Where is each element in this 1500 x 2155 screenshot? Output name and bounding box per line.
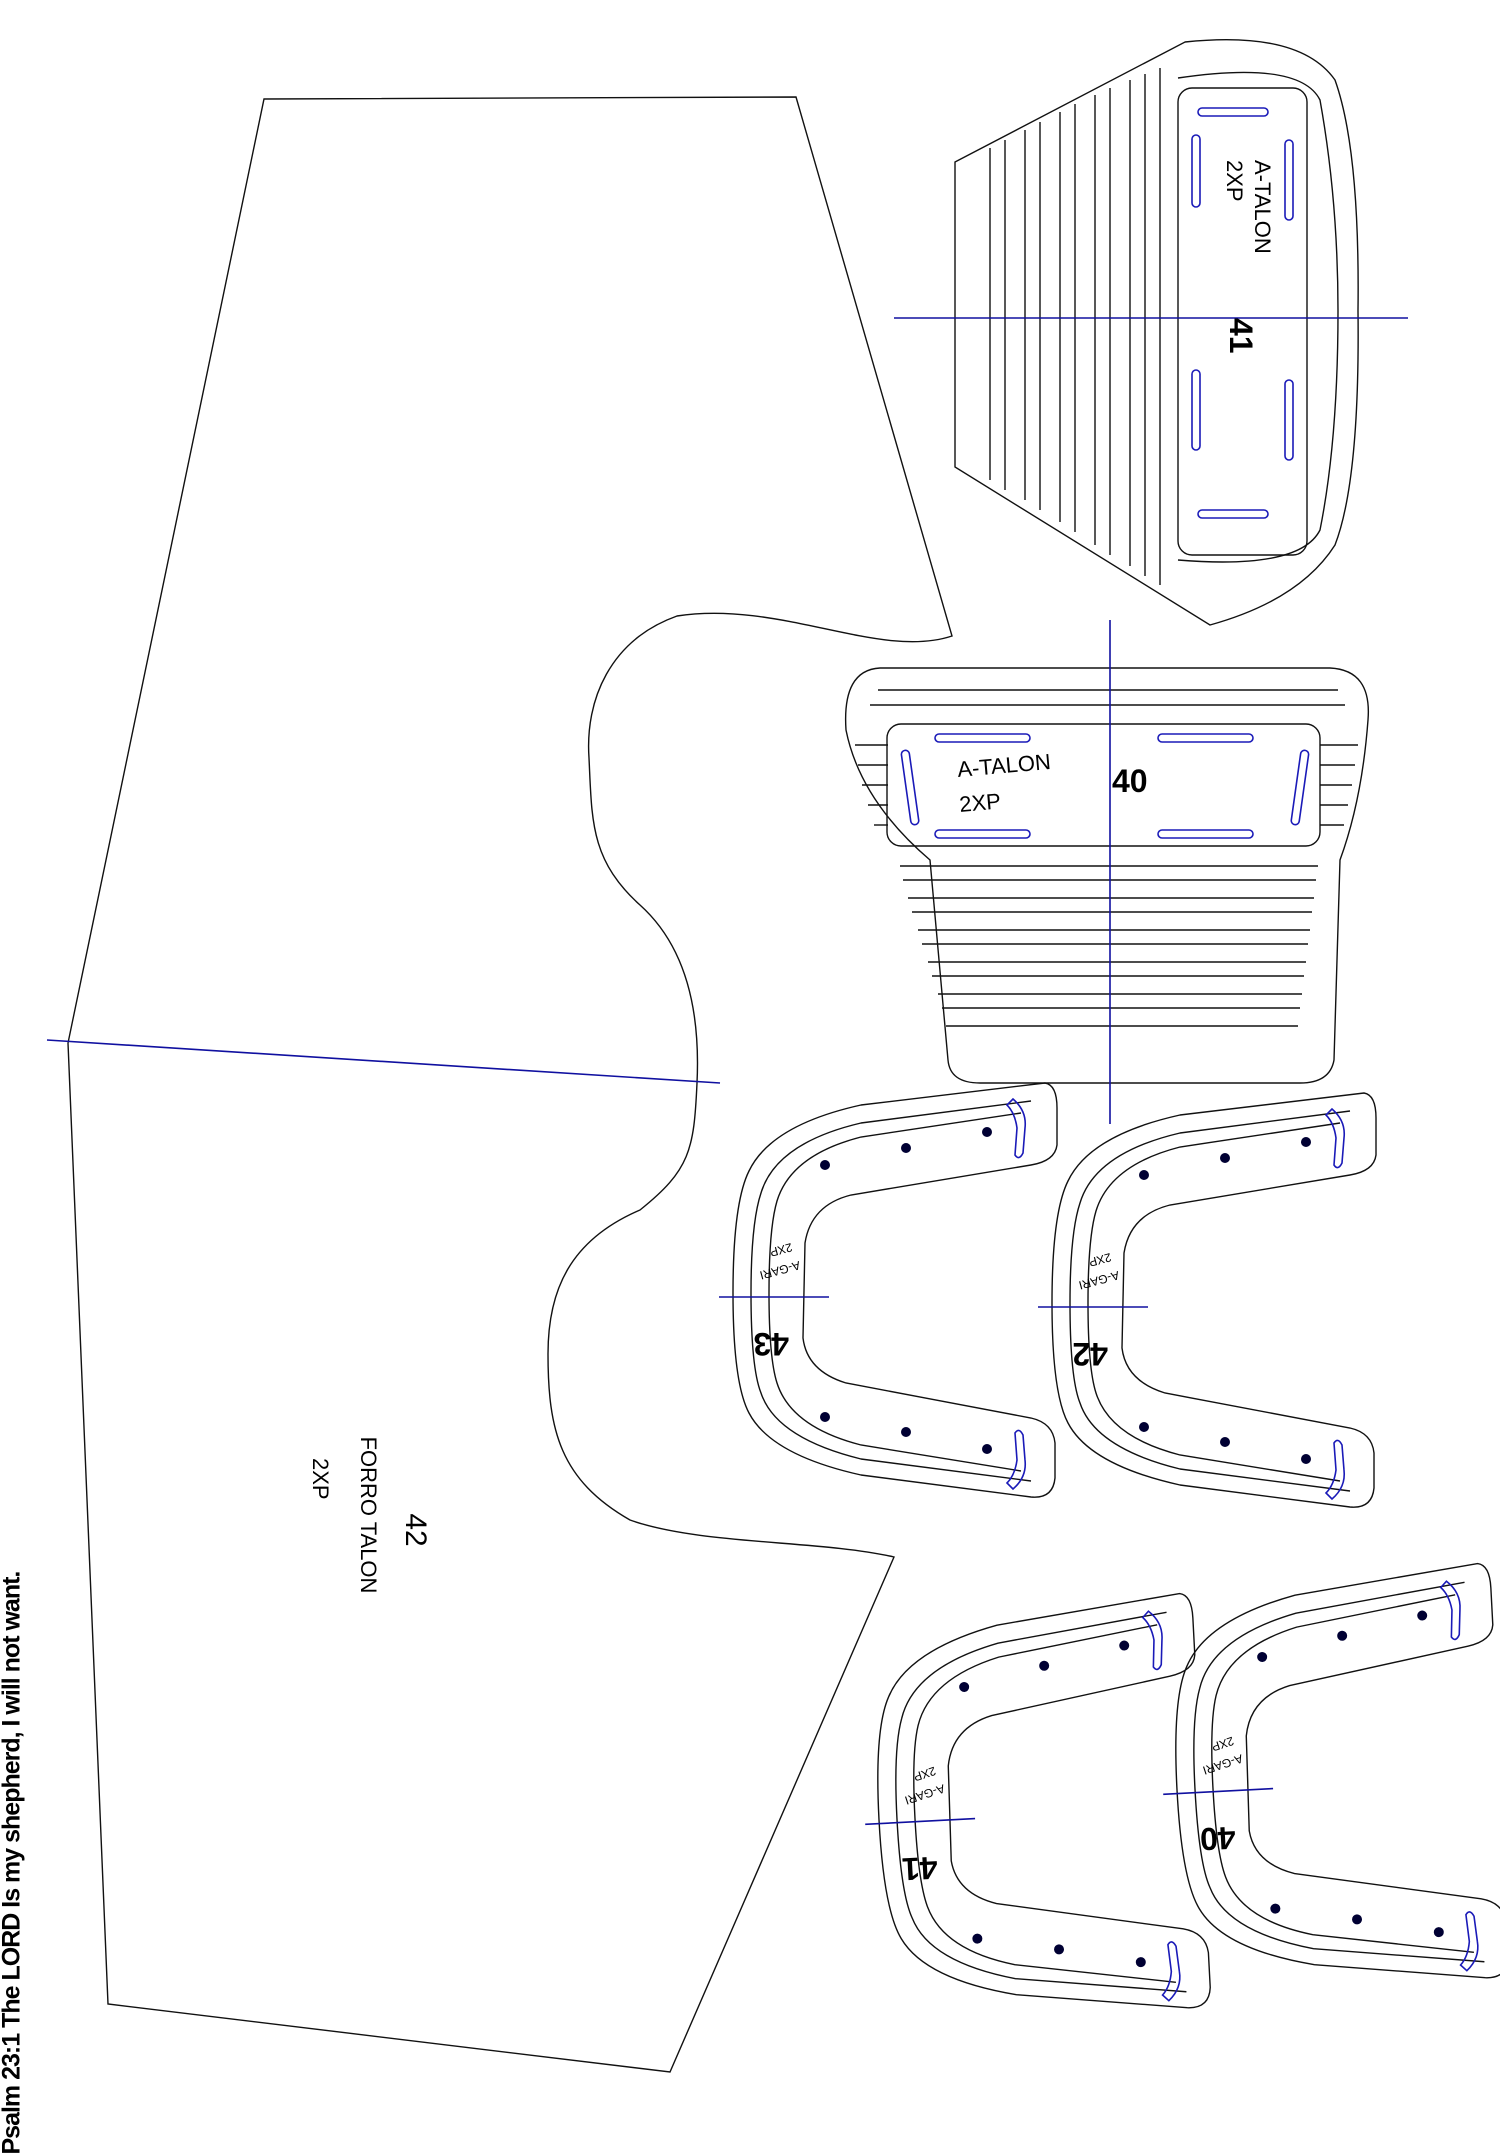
heel-stripes [989,68,1161,585]
piece-number: 40 [1112,763,1148,799]
piece-number: 43 [753,1326,789,1362]
piece-name: A-GARI [1201,1751,1245,1777]
piece-a-gari-40: 40 A-GARI 2XP [1151,1562,1500,1996]
scripture-caption: Psalm 23:1 The LORD Is my shepherd, I wi… [0,1571,26,2155]
piece-qty: 2XP [1087,1250,1113,1269]
piece-number: 41 [901,1850,938,1888]
piece-forro-talon-42: 42 FORRO TALON 2XP [46,96,953,2073]
piece-name: A-GARI [758,1258,802,1282]
piece-a-talon-40: A-TALON 2XP 40 [844,620,1370,1124]
piece-qty: 2XP [308,1458,333,1500]
piece-qty: 2XP [912,1764,938,1784]
piece-qty: 2XP [1210,1734,1236,1754]
piece-qty: 2XP [958,788,1002,817]
piece-qty: 2XP [768,1240,794,1259]
piece-qty: 2XP [1222,160,1247,202]
piece-number: 41 [1223,318,1259,354]
piece-name: A-TALON [956,749,1052,782]
piece-a-gari-42: 42 A-GARI 2XP [1037,1092,1377,1508]
heel-stripes [900,865,1318,1027]
forro-talon-outline [67,96,953,2073]
piece-a-gari-43: 43 A-GARI 2XP [718,1082,1058,1498]
piece-name: A-GARI [1077,1268,1121,1292]
piece-number: 40 [1199,1820,1236,1858]
piece-name: A-TALON [1250,160,1275,254]
side-stripes [855,744,1358,826]
piece-number: 42 [1072,1336,1108,1372]
piece-name: FORRO TALON [356,1437,381,1594]
piece-name: A-GARI [903,1781,947,1807]
piece-a-talon-41: A-TALON 2XP 41 [894,39,1408,626]
piece-number: 42 [399,1513,432,1546]
piece-a-gari-41: 41 A-GARI 2XP [853,1592,1215,2026]
center-guide-line [46,1039,721,1084]
